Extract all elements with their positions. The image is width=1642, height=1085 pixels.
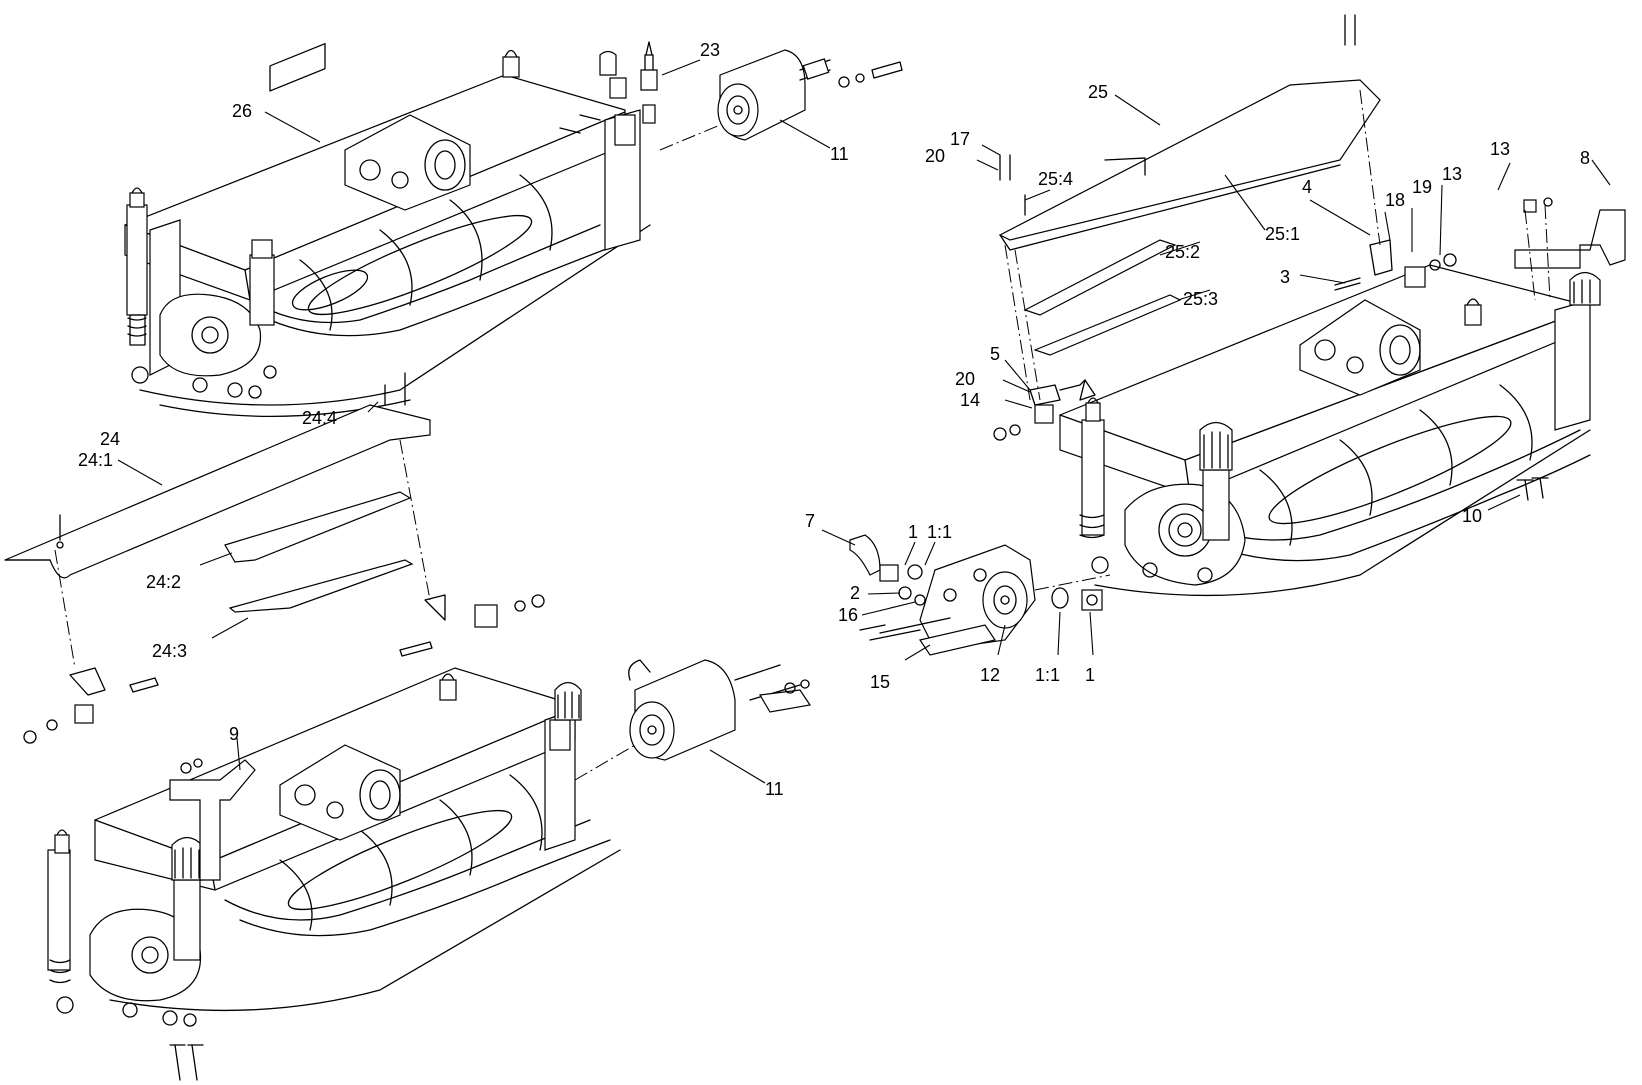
callout-16: 16 xyxy=(838,605,858,625)
reel-assembly-top-left xyxy=(124,42,651,417)
callout-1-lower: 1 xyxy=(1085,665,1095,685)
shield-24-assembly xyxy=(4,372,545,744)
callout-25: 25 xyxy=(1088,82,1108,102)
callout-1-1-lower: 1:1 xyxy=(1035,665,1060,685)
callout-25-2: 25:2 xyxy=(1165,242,1200,262)
callout-24-1: 24:1 xyxy=(78,450,113,470)
callout-9: 9 xyxy=(229,724,239,744)
callout-4: 4 xyxy=(1302,177,1312,197)
part-8-bracket xyxy=(1514,197,1626,269)
callout-18: 18 xyxy=(1385,190,1405,210)
callout-20-top: 20 xyxy=(925,146,945,166)
callout-14: 14 xyxy=(960,390,980,410)
callout-24: 24 xyxy=(100,429,120,449)
reel-assembly-right xyxy=(1059,264,1601,597)
callout-17: 17 xyxy=(950,129,970,149)
callout-1-1-upper: 1:1 xyxy=(927,522,952,542)
callout-12: 12 xyxy=(980,665,1000,685)
callout-3: 3 xyxy=(1280,267,1290,287)
part-23-fitting xyxy=(640,41,658,124)
callout-11-top: 11 xyxy=(830,144,849,164)
callout-13-mid: 13 xyxy=(1442,164,1462,184)
hydraulic-motor-bottom xyxy=(628,659,812,761)
hydraulic-motor-top xyxy=(717,49,903,141)
callout-labels: 26 23 11 24 24:1 24:4 24:2 24:3 9 11 25 … xyxy=(78,40,1590,799)
reel-assembly-bottom-left xyxy=(47,667,621,1081)
callout-24-2: 24:2 xyxy=(146,572,181,592)
callout-10: 10 xyxy=(1462,506,1482,526)
callout-23: 23 xyxy=(700,40,720,60)
callout-24-4: 24:4 xyxy=(302,408,337,428)
callout-26: 26 xyxy=(232,101,252,121)
fittings-1-2-7 xyxy=(849,534,1103,641)
callout-24-3: 24:3 xyxy=(152,641,187,661)
part-12-motor xyxy=(919,544,1036,656)
callout-11-bottom: 11 xyxy=(765,779,784,799)
shield-25-assembly xyxy=(993,14,1457,441)
callout-2: 2 xyxy=(850,583,860,603)
callout-25-1: 25:1 xyxy=(1265,224,1300,244)
callout-19: 19 xyxy=(1412,177,1432,197)
callout-7: 7 xyxy=(805,511,815,531)
callout-20-bottom: 20 xyxy=(955,369,975,389)
callout-25-4: 25:4 xyxy=(1038,169,1073,189)
callout-1-upper: 1 xyxy=(908,522,918,542)
part-9-bracket xyxy=(169,758,256,881)
callout-15: 15 xyxy=(870,672,890,692)
leader-lines xyxy=(117,59,1611,784)
callout-13-right: 13 xyxy=(1490,139,1510,159)
callout-8: 8 xyxy=(1580,148,1590,168)
callout-25-3: 25:3 xyxy=(1183,289,1218,309)
callout-5: 5 xyxy=(990,344,1000,364)
